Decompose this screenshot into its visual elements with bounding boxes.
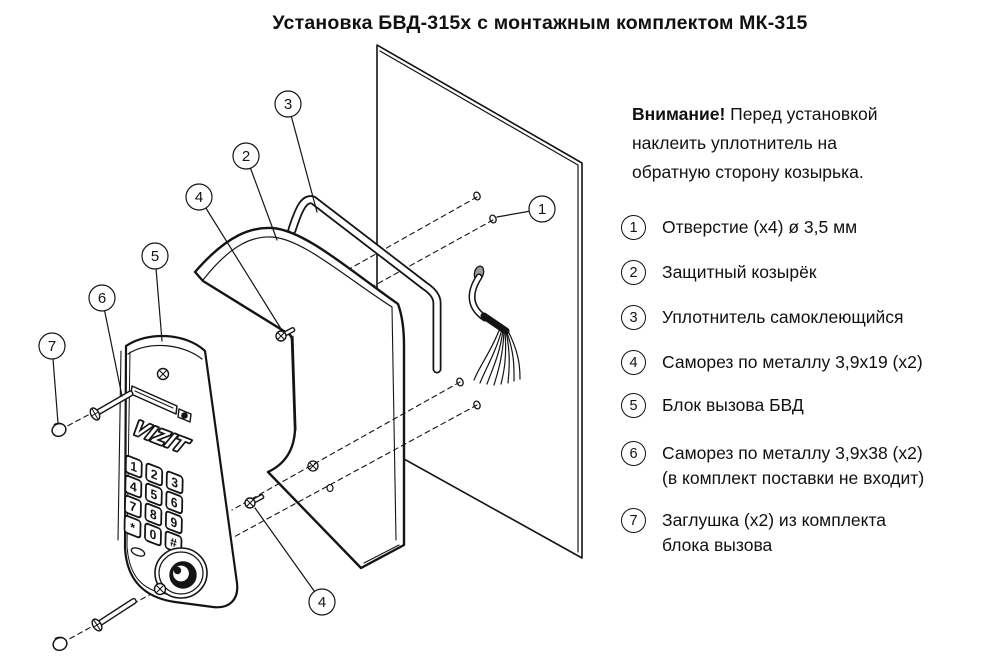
callout-1: 1	[496, 195, 556, 223]
keypad: 1 2 3 4 5 6 7 8 9 * 0 #	[123, 454, 184, 555]
callout-6: 6	[88, 284, 123, 397]
keypad-key: 5	[144, 482, 163, 507]
legend-num-6: 6	[621, 441, 646, 466]
keypad-key: 3	[165, 470, 184, 495]
keypad-key: *	[123, 514, 142, 539]
legend-num-3: 3	[621, 305, 646, 330]
callouts: 3 2 4 1 5 6 7 4	[38, 90, 556, 616]
call-unit: VIZIT 1 2 3 4 5 6 7 8 9 * 0 #	[117, 334, 239, 609]
legend-item-2: 2 Защитный козырёк	[621, 260, 816, 285]
plug-top	[51, 422, 67, 438]
keypad-key: 6	[165, 490, 184, 515]
svg-text:3: 3	[284, 96, 292, 113]
svg-text:6: 6	[171, 494, 178, 512]
wall-panel	[279, 44, 583, 559]
legend-num-7: 7	[621, 508, 646, 533]
visor	[193, 226, 406, 570]
page-title: Установка БВД-315х с монтажным комплекто…	[272, 12, 808, 34]
callout-7: 7	[38, 332, 66, 424]
keypad-key: 9	[164, 510, 183, 535]
callout-2: 2	[232, 142, 278, 241]
keypad-key: 8	[144, 502, 163, 527]
callout-4-bottom: 4	[254, 507, 336, 616]
keypad-key: 2	[145, 462, 164, 487]
warning-label: Внимание!	[632, 104, 726, 124]
svg-text:2: 2	[151, 466, 158, 484]
svg-text:7: 7	[129, 498, 136, 516]
callout-4-top: 4	[185, 183, 284, 333]
keypad-key: 1	[124, 454, 143, 479]
legend-num-4: 4	[621, 350, 646, 375]
legend-item-3: 3 Уплотнитель самоклеющийся	[621, 305, 904, 330]
visor-screw-top	[275, 327, 296, 342]
long-screw-bottom	[91, 597, 137, 632]
svg-text:4: 4	[130, 478, 138, 496]
svg-text:8: 8	[150, 506, 157, 524]
gasket-strip	[287, 195, 442, 374]
key-reader	[154, 547, 208, 599]
long-screw-top	[89, 390, 134, 421]
callout-3: 3	[274, 90, 318, 213]
legend-item-6: 6 Саморез по металлу 3,9х38 (х2)(в компл…	[621, 441, 924, 491]
wall-hole	[456, 191, 497, 410]
wire-fan	[473, 327, 521, 386]
legend-item-5: 5 Блок вызова БВД	[621, 393, 804, 418]
cable-bundle	[468, 265, 521, 386]
legend-warning: Внимание! Перед установкой наклеить упло…	[632, 104, 878, 182]
callout-5: 5	[141, 242, 169, 342]
keypad-key: 4	[124, 474, 143, 499]
installation-diagram: VIZIT 1 2 3 4 5 6 7 8 9 * 0 #	[38, 44, 583, 652]
svg-text:*: *	[130, 519, 136, 536]
svg-text:2: 2	[242, 148, 250, 165]
svg-text:5: 5	[151, 248, 159, 265]
legend-num-2: 2	[621, 260, 646, 285]
svg-text:4: 4	[318, 594, 326, 611]
svg-text:#: #	[170, 534, 177, 552]
svg-text:7: 7	[48, 338, 56, 355]
legend-item-4: 4 Саморез по металлу 3,9х19 (х2)	[621, 350, 923, 375]
legend-num-1: 1	[621, 215, 646, 240]
svg-text:9: 9	[170, 514, 177, 532]
svg-text:1: 1	[130, 458, 137, 476]
svg-text:0: 0	[149, 526, 156, 544]
svg-text:1: 1	[538, 201, 546, 218]
legend-num-5: 5	[621, 393, 646, 418]
keypad-key: 7	[124, 494, 142, 519]
svg-text:4: 4	[195, 189, 203, 206]
svg-text:5: 5	[150, 486, 157, 504]
keypad-key: 0	[144, 522, 162, 547]
svg-text:3: 3	[171, 474, 178, 492]
plug-bottom	[52, 636, 68, 652]
legend-item-1: 1 Отверстие (х4) ø 3,5 мм	[621, 215, 857, 240]
svg-text:6: 6	[98, 290, 106, 307]
visor-screw-bottom	[244, 494, 265, 509]
